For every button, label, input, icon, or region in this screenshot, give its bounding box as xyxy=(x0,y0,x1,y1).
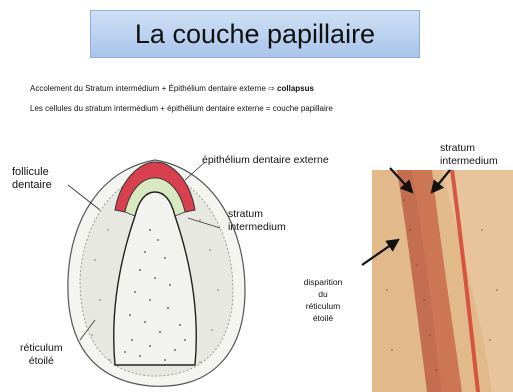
arrow-stratum-2 xyxy=(432,170,450,192)
label-disparition-reticulum: disparition du réticulum étoilé xyxy=(292,276,354,324)
tooth-germ-diagram xyxy=(40,140,270,392)
arrow-disparition xyxy=(362,240,398,265)
label-follicule-dentaire: follicule dentaire xyxy=(12,166,52,192)
text-line-2: Les cellules du stratum intermédium + ép… xyxy=(30,104,333,113)
title-box: La couche papillaire xyxy=(90,10,420,58)
text-line-1: Accolement du Stratum intermédium + Épit… xyxy=(30,84,314,93)
text-line-1-bold: collapsus xyxy=(277,84,314,93)
arrow-stratum-1 xyxy=(390,168,412,192)
label-stratum-intermedium-left: stratum intermedium xyxy=(228,208,286,234)
text-line-1-main: Accolement du Stratum intermédium + Épit… xyxy=(30,84,277,93)
photo-arrows xyxy=(280,140,513,392)
slide-title: La couche papillaire xyxy=(135,19,375,50)
label-reticulum-etoile-left: réticulum étoilé xyxy=(20,342,63,368)
label-stratum-intermedium-right: stratum intermedium xyxy=(440,142,498,168)
